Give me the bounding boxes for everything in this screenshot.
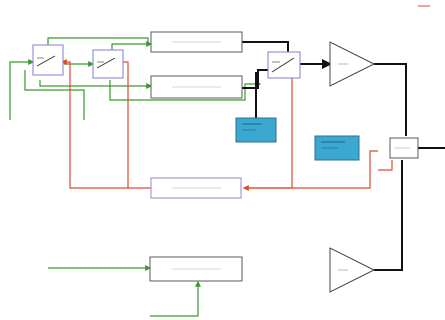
feedback-to-sw1 — [60, 59, 151, 189]
green-signal-wires — [9, 37, 262, 317]
switch-3[interactable] — [267, 51, 301, 79]
wire-up-tf-bottom — [150, 280, 201, 317]
gain-bottom[interactable] — [329, 247, 376, 293]
gain-top[interactable] — [329, 41, 376, 87]
transfer-fcn-bottom[interactable] — [149, 256, 243, 282]
annotation-2[interactable] — [314, 135, 360, 161]
wire-to-tf-mid — [39, 80, 153, 89]
transfer-fcn-feedback[interactable] — [150, 177, 242, 199]
wire-to-sw3 — [109, 80, 262, 101]
switch-2[interactable] — [92, 49, 124, 79]
feedback-from-sum — [244, 150, 378, 189]
wire-sw2-top — [111, 43, 151, 50]
wire-tf-mid-sw3 — [242, 69, 268, 89]
sum-block[interactable] — [389, 137, 419, 159]
switch-1[interactable] — [32, 44, 64, 76]
input-wire-1 — [9, 59, 35, 120]
annotation-1[interactable] — [235, 117, 277, 143]
sum-red-out — [378, 160, 393, 171]
wire-gain2-sum — [374, 160, 403, 271]
black-signal-wires — [242, 41, 445, 271]
wire-gain-sum — [374, 63, 407, 136]
feedback-to-sw2 — [120, 61, 129, 188]
transfer-fcn-top[interactable] — [150, 31, 243, 53]
wire-branch-down — [24, 70, 85, 120]
transfer-fcn-mid[interactable] — [150, 75, 243, 99]
